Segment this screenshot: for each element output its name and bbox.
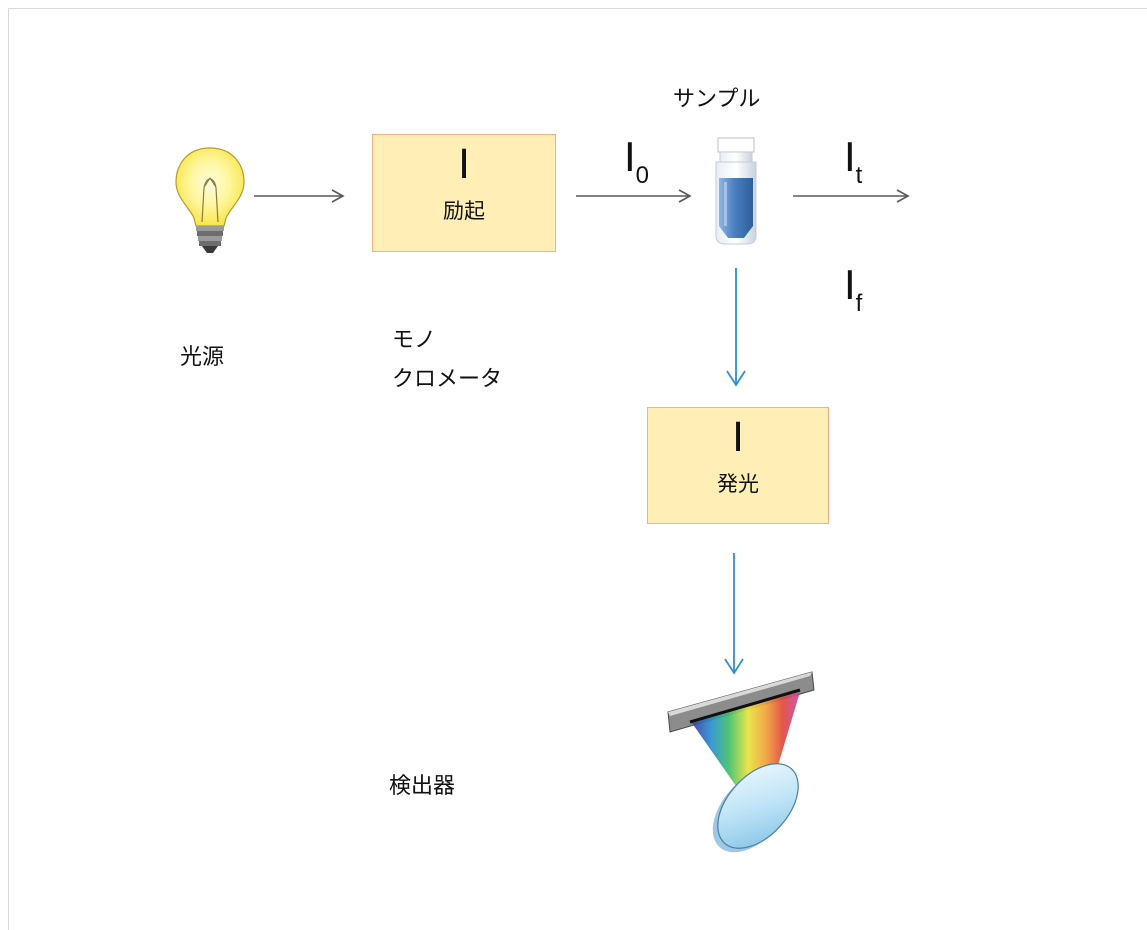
if-base: I	[844, 261, 856, 308]
light-bulb-icon	[175, 147, 245, 253]
emission-caption: 発光	[717, 472, 759, 496]
emission-monochromator-box: I 発光	[647, 407, 829, 524]
arrowhead-sample-to-emission	[726, 370, 746, 387]
i0-base: I	[624, 133, 636, 180]
emission-symbol: I	[732, 415, 744, 461]
sample-vial-icon	[715, 137, 757, 245]
excitation-symbol: I	[458, 142, 470, 188]
if-sub: f	[855, 290, 863, 317]
detector-grating-icon	[667, 671, 815, 853]
light-source-label: 光源	[180, 345, 225, 370]
it-sub: t	[855, 162, 863, 189]
it-label: It	[844, 136, 862, 188]
detector-label: 検出器	[389, 774, 456, 799]
i0-label: I0	[624, 136, 649, 188]
sample-label: サンプル	[673, 87, 761, 112]
monochromator-label-line2: クロメータ	[392, 367, 503, 392]
excitation-monochromator-box: I 励起	[372, 134, 556, 252]
excitation-caption: 励起	[443, 199, 485, 223]
monochromator-label-line1: モノ	[392, 328, 437, 353]
i0-sub: 0	[635, 162, 650, 189]
if-label: If	[844, 264, 862, 316]
it-base: I	[844, 133, 856, 180]
arrowhead-emission-to-detector	[724, 658, 744, 675]
